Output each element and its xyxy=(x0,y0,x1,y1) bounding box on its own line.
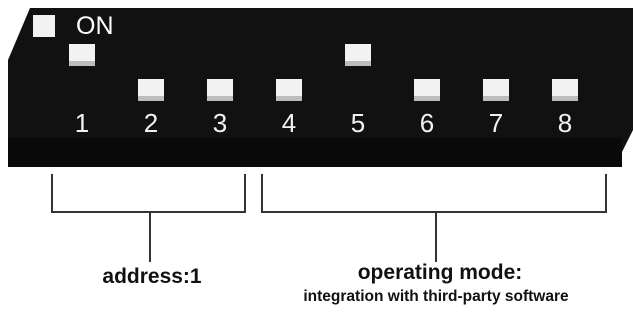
switch-body xyxy=(8,8,633,152)
switch-3-cap-shade xyxy=(207,96,233,101)
operating-mode-description: integration with third-party software xyxy=(303,288,569,305)
address-bracket xyxy=(51,174,246,213)
operating-mode-label: operating mode: xyxy=(357,261,523,284)
switch-2-toggle[interactable] xyxy=(138,79,164,101)
mode-bracket xyxy=(261,174,607,213)
switch-8-cap-shade xyxy=(552,96,578,101)
switch-2-cap[interactable] xyxy=(138,79,164,101)
switch-6-cap[interactable] xyxy=(414,79,440,101)
switch-1-cap[interactable] xyxy=(69,44,95,66)
on-indicator-square xyxy=(33,15,55,37)
switch-4-cap[interactable] xyxy=(276,79,302,101)
switch-number-4: 4 xyxy=(282,108,296,138)
switch-4-cap-shade xyxy=(276,96,302,101)
switch-5-cap[interactable] xyxy=(345,44,371,66)
switch-number-5: 5 xyxy=(351,108,365,138)
switch-number-2: 2 xyxy=(144,108,158,138)
switch-6-cap-shade xyxy=(414,96,440,101)
switch-5-toggle[interactable] xyxy=(345,44,371,66)
switch-1-cap-shade xyxy=(69,61,95,66)
switch-number-3: 3 xyxy=(213,108,227,138)
switch-2-cap-shade xyxy=(138,96,164,101)
switch-number-7: 7 xyxy=(489,108,503,138)
switch-5-cap-shade xyxy=(345,61,371,66)
switch-6-toggle[interactable] xyxy=(414,79,440,101)
switch-8-cap[interactable] xyxy=(552,79,578,101)
on-label: ON xyxy=(76,12,114,40)
switch-7-cap-shade xyxy=(483,96,509,101)
address-label: address:1 xyxy=(102,265,202,288)
switch-8-toggle[interactable] xyxy=(552,79,578,101)
switch-3-cap[interactable] xyxy=(207,79,233,101)
switch-3-toggle[interactable] xyxy=(207,79,233,101)
switch-4-toggle[interactable] xyxy=(276,79,302,101)
switch-base-edge xyxy=(8,138,622,167)
switch-number-6: 6 xyxy=(420,108,434,138)
switch-1-toggle[interactable] xyxy=(69,44,95,66)
switch-number-1: 1 xyxy=(75,108,89,138)
switch-7-cap[interactable] xyxy=(483,79,509,101)
switch-7-toggle[interactable] xyxy=(483,79,509,101)
switch-number-8: 8 xyxy=(558,108,572,138)
